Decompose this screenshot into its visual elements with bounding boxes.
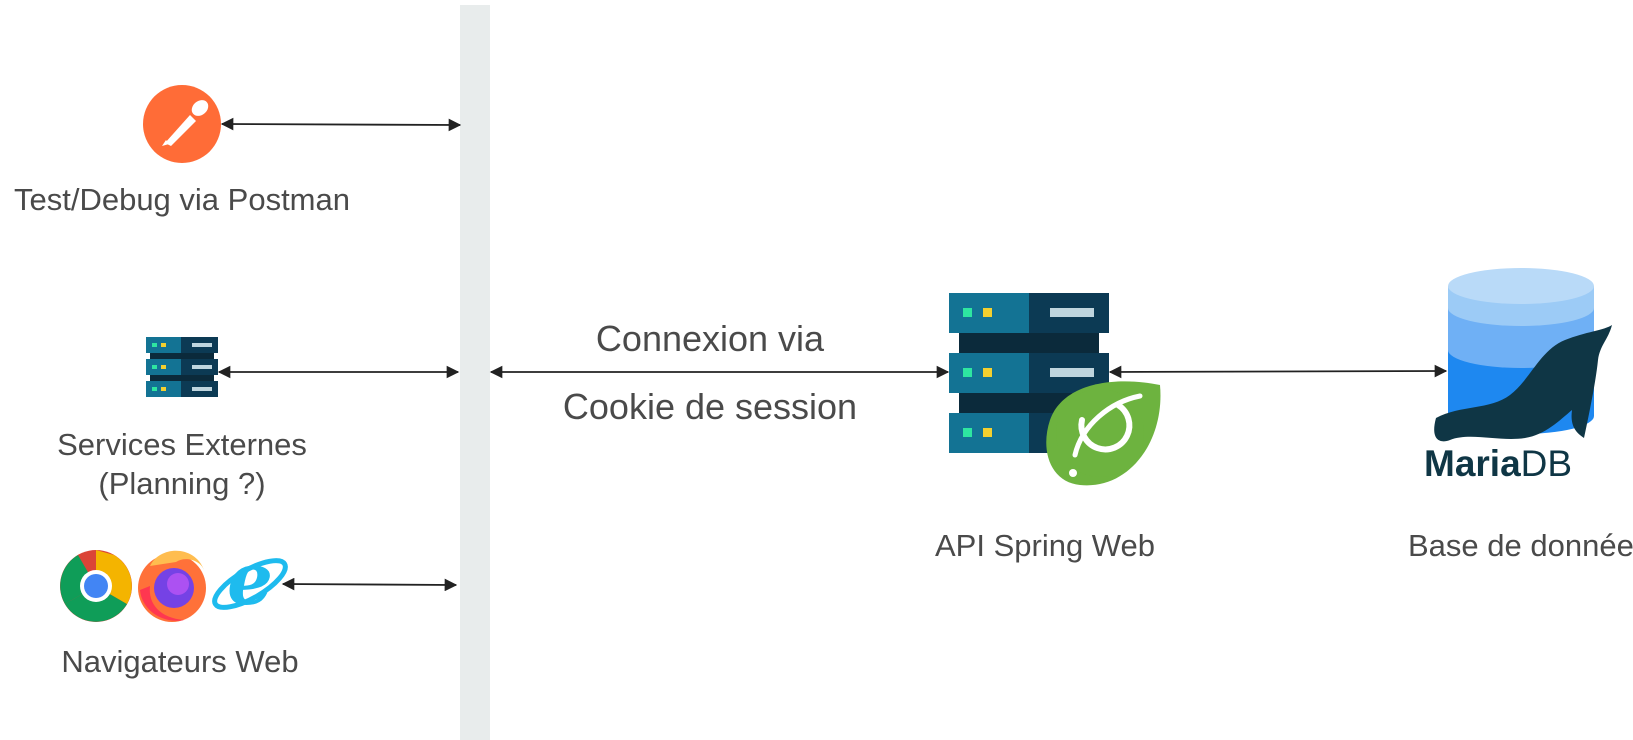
chrome-icon <box>60 550 132 622</box>
internet-explorer-icon: e <box>212 536 288 621</box>
firefox-icon <box>138 550 206 622</box>
connection-label-line1: Connexion via <box>595 318 825 359</box>
arrow-postman-gateway <box>220 117 462 132</box>
browsers-label: Navigateurs Web <box>61 644 299 679</box>
database-label: Base de donnée <box>1408 528 1633 563</box>
external-services-label: Services Externes (Planning ?) <box>40 426 324 504</box>
mariadb-seal-icon <box>1434 325 1612 442</box>
spring-leaf-icon <box>1046 381 1161 486</box>
arrow-api-database <box>1108 364 1448 379</box>
postman-logo-icon <box>143 85 221 163</box>
arrow-browsers-gateway <box>281 577 458 592</box>
server-rack-icon <box>146 337 218 397</box>
api-label: API Spring Web <box>935 528 1155 563</box>
gateway-bar <box>460 5 490 740</box>
connection-label-line2: Cookie de session <box>562 386 858 427</box>
svg-text:e: e <box>227 536 273 621</box>
mariadb-wordmark: MariaDB <box>1424 443 1572 484</box>
postman-label: Test/Debug via Postman <box>13 182 350 217</box>
external-services-label-line1: Services Externes <box>57 427 307 462</box>
external-services-label-line2: (Planning ?) <box>98 465 266 501</box>
